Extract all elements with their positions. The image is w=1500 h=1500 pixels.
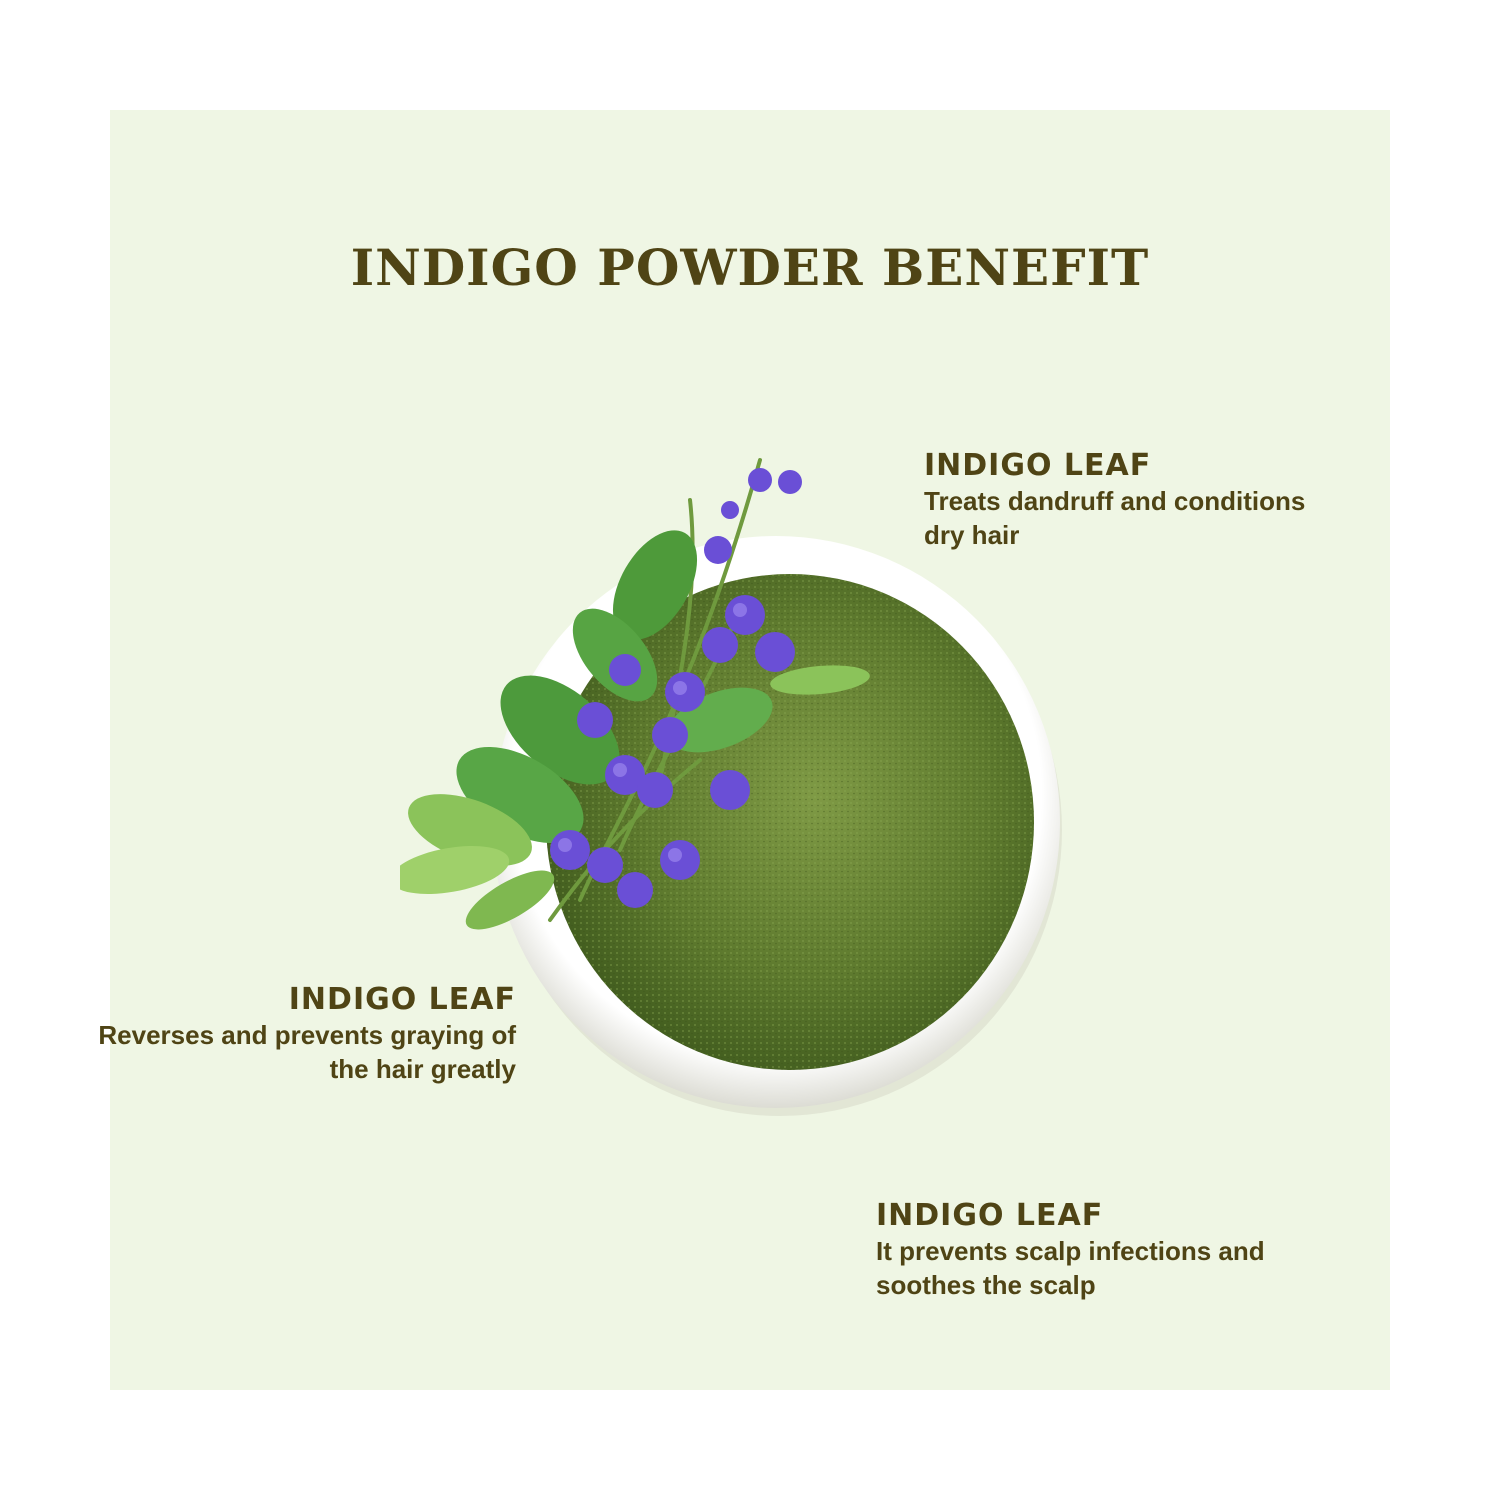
flower (748, 468, 772, 492)
flower (652, 717, 688, 753)
benefit-description-line: the hair greatly (329, 1054, 516, 1084)
benefit-heading: INDIGO LEAF (876, 1198, 1104, 1233)
flower (710, 770, 750, 810)
flower (577, 702, 613, 738)
leaf (612, 530, 698, 640)
flower (725, 595, 765, 635)
flower (637, 772, 673, 808)
flower (673, 681, 687, 695)
indigo-powder-bowl-illustration (400, 458, 1062, 1116)
benefit-heading: INDIGO LEAF (924, 448, 1152, 483)
flower (550, 830, 590, 870)
flower (660, 840, 700, 880)
flower (702, 627, 738, 663)
benefit-block-dandruff: INDIGO LEAF Treats dandruff and conditio… (924, 448, 1364, 552)
leaf (400, 845, 510, 895)
flower (587, 847, 623, 883)
flower (668, 848, 682, 862)
flower (617, 872, 653, 908)
benefit-description-line: Reverses and prevents graying of (98, 1020, 516, 1050)
flower (755, 632, 795, 672)
flower (609, 654, 641, 686)
flower (558, 838, 572, 852)
benefit-heading: INDIGO LEAF (288, 982, 516, 1017)
benefit-block-graying: INDIGO LEAF Reverses and prevents grayin… (40, 982, 516, 1086)
benefit-description-line: Treats dandruff and conditions (924, 486, 1306, 516)
flower-highlights (558, 603, 747, 862)
flower-cluster (550, 468, 802, 908)
page-title: INDIGO POWDER BENEFIT (350, 238, 1150, 297)
flower (733, 603, 747, 617)
flower (704, 536, 732, 564)
leaf (465, 870, 555, 930)
flower (778, 470, 802, 494)
benefit-block-scalp: INDIGO LEAF It prevents scalp infections… (876, 1198, 1316, 1302)
flower (613, 763, 627, 777)
leaf (500, 675, 620, 785)
leaf (770, 665, 870, 695)
benefit-description-line: dry hair (924, 520, 1020, 550)
benefit-description-line: It prevents scalp infections and (876, 1236, 1265, 1266)
flower (721, 501, 739, 519)
benefit-description-line: soothes the scalp (876, 1270, 1096, 1300)
flower (605, 755, 645, 795)
leaf (408, 794, 532, 866)
